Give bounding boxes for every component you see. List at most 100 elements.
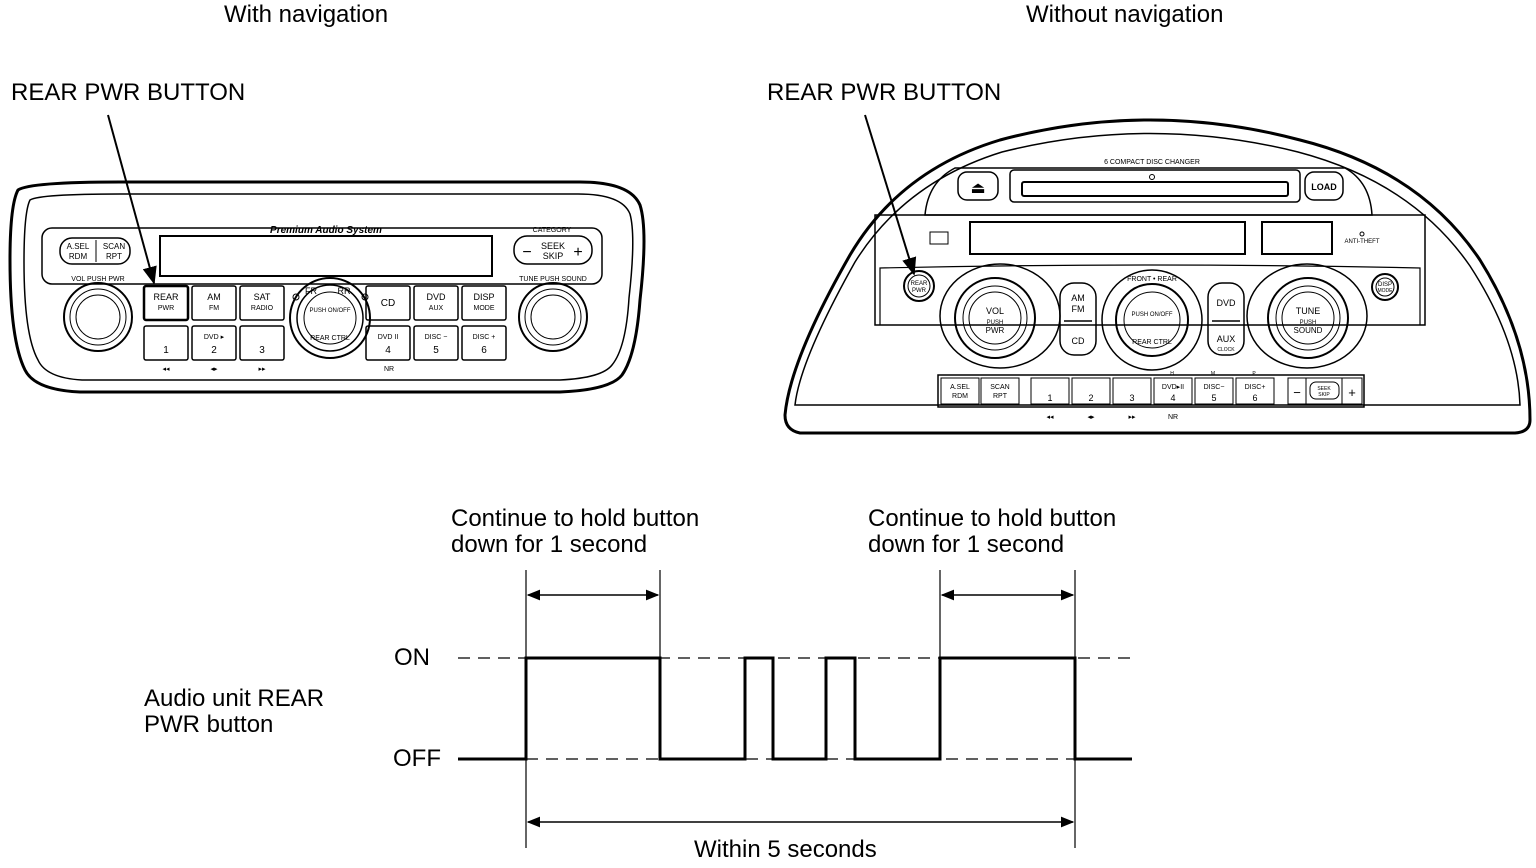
scan-rpt-button-right[interactable]: SCAN RPT bbox=[980, 377, 1020, 405]
below-mark-1: ◂▸ bbox=[1087, 414, 1095, 421]
scan-label: SCAN bbox=[103, 242, 125, 251]
below-mark-0: ◂◂ bbox=[1046, 414, 1054, 421]
right-preset-4-number: 4 bbox=[1170, 393, 1175, 403]
am-fm-button-top: AM bbox=[207, 292, 221, 302]
preset-button-2[interactable]: DVD ▸2 bbox=[191, 325, 237, 361]
front-rear-label: FRONT • REAR bbox=[1127, 276, 1177, 283]
seek-label: SEEK bbox=[541, 241, 565, 251]
disp-mode-button-top: DISP bbox=[473, 292, 494, 302]
preset-2-number: 2 bbox=[211, 345, 217, 356]
rear-pwr-right-top: REAR bbox=[911, 281, 928, 287]
am-fm-button[interactable]: AM FM bbox=[191, 285, 237, 321]
seek-plus-right: + bbox=[1348, 385, 1356, 400]
preset-button-1[interactable]: 1 bbox=[143, 325, 189, 361]
preset-1-mark: ◂◂ bbox=[162, 366, 170, 373]
scan-right-top: SCAN bbox=[990, 384, 1009, 391]
fr-label: FR bbox=[305, 286, 317, 296]
below-mark-2: ▸▸ bbox=[1128, 414, 1136, 421]
tune-push-sound-label: TUNE PUSH SOUND bbox=[519, 276, 587, 283]
right-preset-button-5[interactable]: DISC−5 bbox=[1194, 377, 1234, 405]
eject-button[interactable]: ⏏ bbox=[957, 171, 999, 201]
rear-ctrl-knob-right[interactable] bbox=[1101, 269, 1203, 371]
preset-6-number: 6 bbox=[481, 345, 487, 356]
am-fm-button-bottom: FM bbox=[209, 305, 219, 312]
right-preset-button-1[interactable]: 1 bbox=[1030, 377, 1070, 405]
aux-label: AUX bbox=[1217, 334, 1236, 344]
dvd-aux-button-bottom: AUX bbox=[429, 305, 444, 312]
disp-right-top: DISP bbox=[1378, 282, 1392, 288]
dvd-aux-button[interactable]: DVD AUX CLOCK bbox=[1207, 282, 1245, 356]
rear-pwr-button-right[interactable]: REAR PWR bbox=[903, 270, 935, 302]
rear-pwr-right-bottom: PWR bbox=[912, 288, 927, 294]
right-preset-6-function: DISC+ bbox=[1245, 384, 1266, 391]
preset-2-mark: ◂▸ bbox=[210, 366, 218, 373]
vol-knob-right[interactable] bbox=[954, 277, 1036, 359]
vol-knob-label-0: VOL bbox=[986, 306, 1004, 316]
asel-label: A.SEL bbox=[67, 242, 90, 251]
tune-knob[interactable] bbox=[518, 282, 588, 352]
callout-arrow-right bbox=[864, 114, 917, 276]
disp-mode-button-right[interactable]: DISP MODE bbox=[1371, 273, 1399, 301]
right-preset-4-function: DVD▸II bbox=[1162, 384, 1184, 391]
seek-minus-right: − bbox=[1293, 385, 1301, 400]
scan-right-bottom: RPT bbox=[993, 393, 1008, 400]
cd-label: CD bbox=[1072, 336, 1085, 346]
push-onoff-label: PUSH ON/OFF bbox=[309, 308, 350, 314]
cd-button-top: CD bbox=[381, 298, 395, 309]
dvd-label: DVD bbox=[1216, 298, 1236, 308]
dvd-aux-button[interactable]: DVD AUX bbox=[413, 285, 459, 321]
preset-mark-M: M bbox=[1211, 371, 1215, 377]
vol-knob[interactable] bbox=[63, 282, 133, 352]
window-label: Within 5 seconds bbox=[694, 836, 877, 863]
clock-label: CLOCK bbox=[1217, 347, 1235, 353]
am-label: AM bbox=[1071, 293, 1085, 303]
preset-4-function: DVD II bbox=[378, 334, 399, 341]
right-preset-button-3[interactable]: 3 bbox=[1112, 377, 1152, 405]
dvd-aux-button-top: DVD bbox=[426, 292, 446, 302]
heading-with-navigation: With navigation bbox=[224, 1, 389, 28]
am-fm-cd-button[interactable]: AM FM CD bbox=[1059, 282, 1097, 356]
seek-skip-control-right[interactable]: − SEEK SKIP + bbox=[1287, 377, 1363, 405]
preset-button-4[interactable]: DVD II 4 bbox=[365, 325, 411, 361]
right-preset-button-4[interactable]: DVD▸II 4 bbox=[1153, 377, 1193, 405]
right-preset-button-6[interactable]: DISC+6 bbox=[1235, 377, 1275, 405]
preset-button-6[interactable]: DISC +6 bbox=[461, 325, 507, 361]
cd-button[interactable]: CD bbox=[365, 285, 411, 321]
load-button[interactable]: LOAD bbox=[1304, 171, 1344, 201]
hold-note-second: Continue to hold button down for 1 secon… bbox=[868, 505, 1117, 558]
timing-diagram bbox=[458, 570, 1132, 848]
rear-pwr-callout-left: REAR PWR BUTTON bbox=[11, 79, 246, 106]
rr-label: RR bbox=[338, 286, 351, 296]
hold-note-first: Continue to hold button down for 1 secon… bbox=[451, 505, 700, 558]
rear-ctrl-knob[interactable] bbox=[289, 277, 371, 359]
vol-knob-label-1: PUSH bbox=[987, 320, 1004, 326]
rear-ctrl-right-label: REAR CTRL bbox=[1132, 339, 1172, 346]
preset-3-mark: ▸▸ bbox=[258, 366, 266, 373]
preset-1-number: 1 bbox=[163, 345, 169, 356]
changer-label: 6 COMPACT DISC CHANGER bbox=[1104, 159, 1200, 166]
skip-label: SKIP bbox=[543, 251, 564, 261]
signal-label: Audio unit REAR PWR button bbox=[144, 685, 325, 738]
callout-arrow-left bbox=[107, 114, 157, 285]
eject-icon: ⏏ bbox=[970, 180, 985, 197]
rear-pwr-callout-right: REAR PWR BUTTON bbox=[767, 79, 1002, 106]
preset-button-3[interactable]: 3 bbox=[239, 325, 285, 361]
below-mark-3: NR bbox=[1168, 414, 1178, 421]
audio-unit-without-navigation: 6 COMPACT DISC CHANGER ⏏ LOAD ANTI-THEFT bbox=[783, 118, 1532, 435]
preset-4-number: 4 bbox=[385, 345, 391, 356]
seek-plus-label: + bbox=[573, 244, 582, 261]
right-preset-button-2[interactable]: 2 bbox=[1071, 377, 1111, 405]
anti-theft-label: ANTI-THEFT bbox=[1345, 239, 1380, 245]
asel-right-top: A.SEL bbox=[950, 384, 970, 391]
rear-pwr-button-bottom: PWR bbox=[158, 305, 174, 312]
asel-rdm-button-right[interactable]: A.SEL RDM bbox=[940, 377, 980, 405]
seek-right-top: SEEK bbox=[1317, 386, 1331, 392]
seek-minus-label: − bbox=[522, 244, 531, 261]
rpt-label: RPT bbox=[106, 252, 122, 261]
tune-knob-right[interactable] bbox=[1267, 277, 1349, 359]
preset-button-5[interactable]: DISC −5 bbox=[413, 325, 459, 361]
